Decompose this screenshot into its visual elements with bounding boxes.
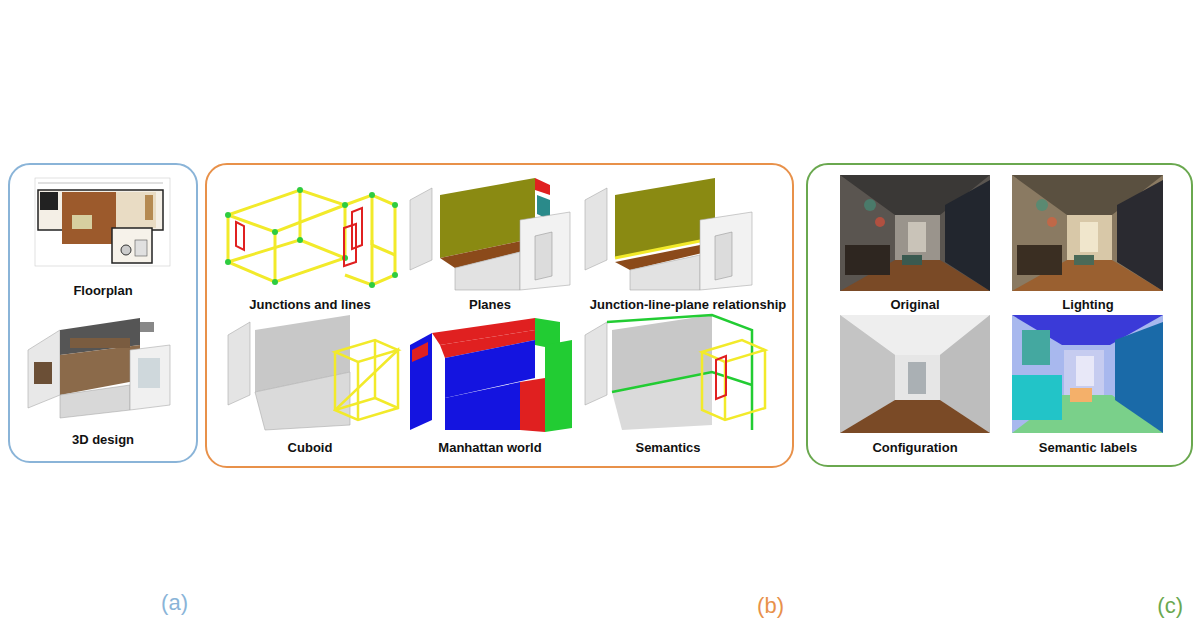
junction-dots — [225, 187, 398, 288]
image-caption: Cuboid — [287, 440, 334, 455]
semantics-image — [585, 315, 765, 430]
3d-design-image — [28, 318, 170, 418]
manhattan-image — [410, 318, 572, 432]
image-caption: Semantics — [634, 440, 701, 455]
panel-frame: (a) — [8, 163, 198, 463]
image-caption: Planes — [468, 297, 512, 312]
image-caption: Original — [889, 297, 940, 312]
lighting-photo — [1012, 175, 1163, 291]
panel-tag: (c) — [1157, 593, 1183, 619]
panel-frame: (b) — [205, 163, 794, 468]
image-caption: Junctions and lines — [248, 297, 371, 312]
planes-image — [410, 178, 570, 290]
image-caption: Configuration — [871, 440, 958, 455]
image-caption: Junction-line-plane relationship — [589, 297, 787, 312]
panel-tag: (a) — [161, 590, 188, 616]
relationship-image — [585, 178, 752, 290]
image-caption: 3D design — [71, 432, 135, 447]
panel-tag: (b) — [757, 593, 784, 619]
door-lines — [236, 208, 362, 266]
image-caption: Floorplan — [72, 283, 133, 298]
original-photo — [840, 175, 990, 291]
junctions-lines-image — [228, 190, 395, 285]
semantic-labels-image — [1012, 315, 1163, 433]
image-caption: Lighting — [1061, 297, 1114, 312]
configuration-photo — [840, 315, 990, 433]
image-caption: Manhattan world — [437, 440, 542, 455]
floorplan-image — [35, 178, 170, 266]
cuboid-image — [228, 315, 398, 430]
panel-frame: (c) — [806, 163, 1193, 467]
image-caption: Semantic labels — [1038, 440, 1138, 455]
